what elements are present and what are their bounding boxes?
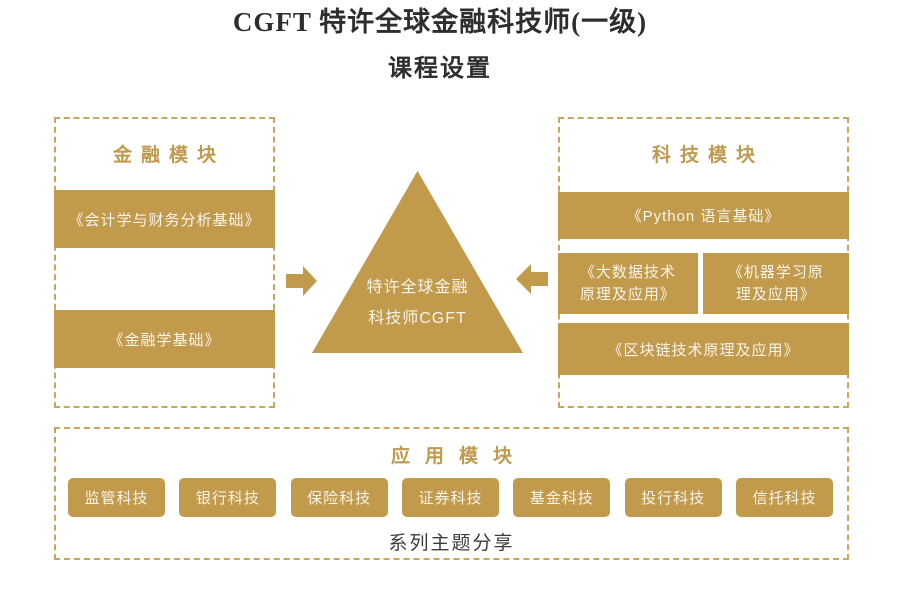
tech-module-panel: 科技模块 《Python 语言基础》 《大数据技术 原理及应用》 《机器学习原 …	[558, 117, 849, 408]
finance-module-panel: 金融模块 《会计学与财务分析基础》 《金融学基础》	[54, 117, 275, 408]
center-triangle-label-line2: 科技师CGFT	[368, 310, 467, 327]
course-machine-learning-line2: 理及应用》	[735, 285, 816, 303]
chip-insurtech: 保险科技	[290, 478, 388, 517]
course-finance-basics: 《金融学基础》	[54, 310, 275, 368]
tech-course-divider	[697, 253, 703, 314]
tech-module-title: 科技模块	[651, 145, 764, 166]
chip-ibanktech: 投行科技	[624, 478, 722, 517]
application-module-panel: 应用模块 监管科技 银行科技 保险科技 证券科技 基金科技 投行科技 信托科技 …	[54, 427, 849, 560]
page-title: CGFT 特许全球金融科技师(一级) 课程设置	[0, 0, 880, 83]
tech-course-row: 《大数据技术 原理及应用》 《机器学习原 理及应用》	[558, 253, 849, 314]
chip-securitiestech: 证券科技	[401, 478, 499, 517]
course-bigdata-line1: 《大数据技术	[579, 263, 676, 281]
chip-regtech: 监管科技	[68, 478, 165, 517]
application-chip-row: 监管科技 银行科技 保险科技 证券科技 基金科技 投行科技 信托科技	[68, 478, 833, 517]
course-machine-learning: 《机器学习原 理及应用》	[702, 253, 849, 314]
chip-trusttech: 信托科技	[735, 478, 833, 517]
course-bigdata-line2: 原理及应用》	[579, 285, 676, 303]
chip-banktech: 银行科技	[179, 478, 277, 517]
course-bigdata: 《大数据技术 原理及应用》	[558, 253, 698, 314]
application-footer-label: 系列主题分享	[388, 533, 515, 554]
page-title-line1: CGFT 特许全球金融科技师(一级)	[232, 7, 648, 37]
center-triangle-label: 特许全球金融 科技师CGFT	[312, 272, 523, 334]
course-blockchain: 《区块链技术原理及应用》	[558, 323, 849, 375]
course-machine-learning-line1: 《机器学习原	[727, 263, 824, 281]
center-triangle-label-line1: 特许全球金融	[366, 279, 469, 296]
application-module-title: 应用模块	[390, 446, 527, 467]
center-triangle: 特许全球金融 科技师CGFT	[312, 171, 523, 353]
arrow-left-icon	[516, 264, 548, 299]
finance-module-title: 金融模块	[112, 145, 225, 166]
arrow-right-icon	[286, 266, 317, 301]
chip-fundtech: 基金科技	[513, 478, 611, 517]
page-title-line2: 课程设置	[388, 56, 492, 82]
course-accounting-finance-analysis: 《会计学与财务分析基础》	[54, 190, 275, 248]
course-python-basics: 《Python 语言基础》	[558, 192, 849, 239]
